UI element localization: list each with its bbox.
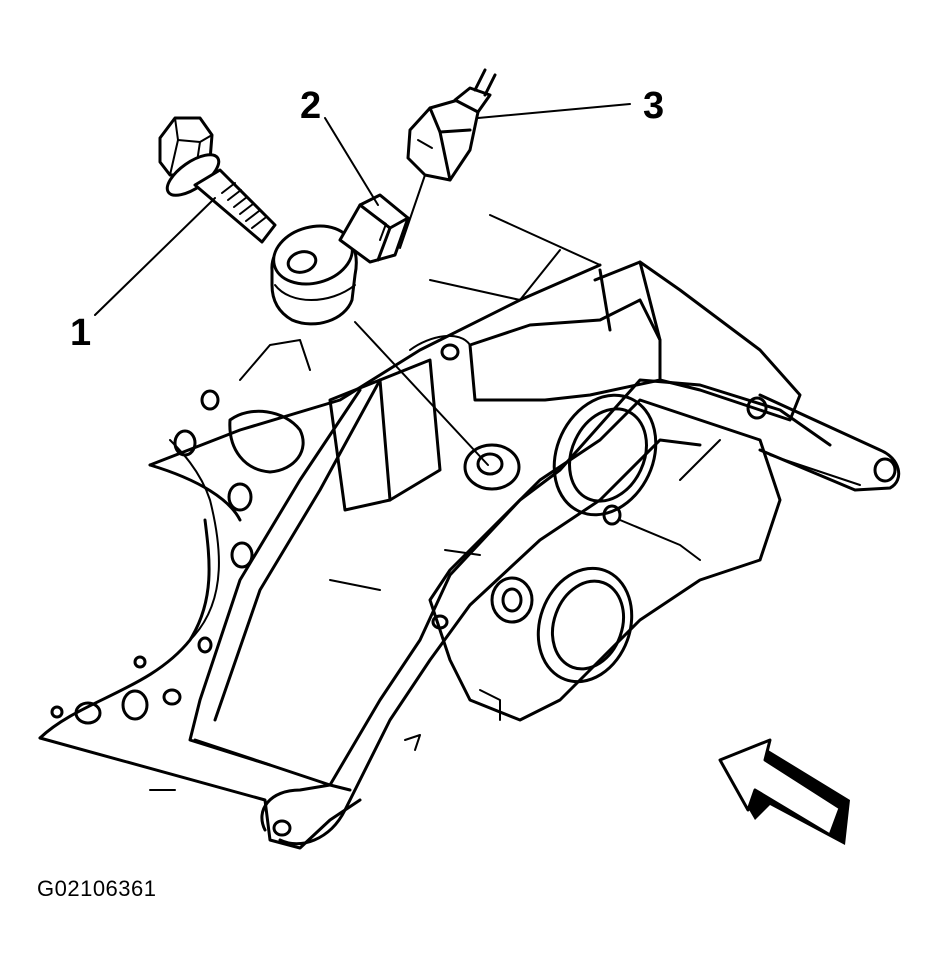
callout-3: 3 xyxy=(643,85,664,127)
callout-2: 2 xyxy=(300,85,321,127)
knock-sensor xyxy=(270,193,410,326)
leader-lines xyxy=(94,103,631,466)
callout-1: 1 xyxy=(70,312,91,354)
knock-sensor-bolt xyxy=(158,116,277,244)
view-direction-arrow-icon xyxy=(718,738,850,845)
engine-block xyxy=(38,214,901,850)
electrical-connector xyxy=(406,68,497,182)
figure-id: G02106361 xyxy=(37,876,157,901)
